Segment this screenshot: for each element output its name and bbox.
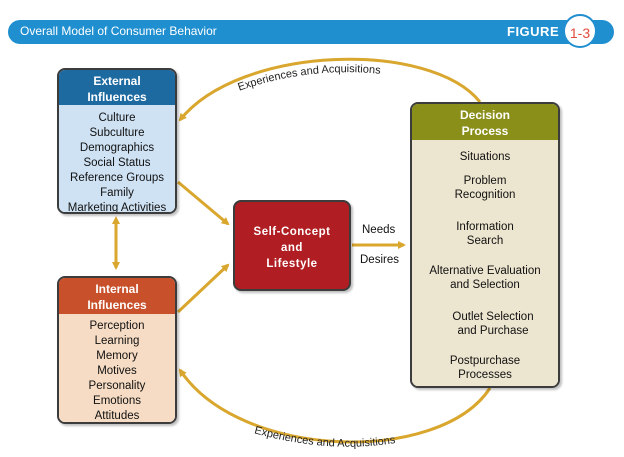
internal-influences-title: Internal Influences	[59, 278, 175, 314]
step-outlet-selection: Outlet Selection and Purchase	[452, 311, 534, 337]
list-item: Demographics	[79, 142, 155, 154]
list-item: Learning	[94, 335, 140, 347]
self-concept-box: Self-Concept and Lifestyle	[233, 200, 351, 291]
list-item: Subculture	[89, 127, 145, 139]
step-situations: Situations	[459, 151, 511, 163]
figure-label: FIGURE	[507, 24, 560, 39]
figure-title: Overall Model of Consumer Behavior	[20, 24, 217, 38]
decision-process-box: Decision Process Situations Problem Reco…	[410, 102, 560, 388]
external-to-self-arrow	[177, 180, 230, 226]
list-item: Marketing Activities	[67, 202, 167, 214]
bottom-loop-label: Experiences and Acquisitions	[253, 424, 396, 449]
needs-label: Needs	[362, 224, 396, 236]
step-problem-recognition: Problem Recognition	[454, 175, 516, 201]
list-item: Social Status	[83, 157, 151, 169]
self-concept-line: and	[281, 242, 303, 254]
top-loop-label: Experiences and Acquisitions	[236, 63, 381, 93]
top-loop-arrow	[178, 57, 482, 122]
header-banner: Overall Model of Consumer Behavior FIGUR…	[8, 20, 614, 44]
step-information-search: Information Search	[456, 221, 514, 247]
list-item: Motives	[97, 365, 137, 377]
list-item: Emotions	[93, 395, 141, 407]
internal-influences-list: Perception Learning Memory Motives Perso…	[59, 314, 175, 422]
internal-to-self-arrow	[176, 263, 230, 314]
bottom-loop-arrow	[178, 368, 492, 444]
step-alternative-evaluation: Alternative Evaluation and Selection	[429, 265, 541, 291]
self-concept-line: Self-Concept	[253, 226, 331, 238]
step-postpurchase: Postpurchase Processes	[449, 355, 521, 381]
list-item: Reference Groups	[70, 172, 164, 184]
figure-number-badge: 1-3	[563, 14, 597, 48]
list-item: Memory	[96, 350, 138, 362]
desires-label: Desires	[360, 254, 399, 266]
decision-process-title: Decision Process	[412, 104, 558, 140]
self-concept-line: Lifestyle	[266, 258, 318, 270]
list-item: Personality	[88, 380, 146, 392]
internal-influences-box: Internal Influences Perception Learning …	[57, 276, 177, 424]
external-influences-title: External Influences	[59, 70, 175, 105]
list-item: Family	[100, 187, 134, 199]
list-item: Culture	[98, 112, 136, 124]
external-influences-box: External Influences Culture Subculture D…	[57, 68, 177, 214]
list-item: Attitudes	[94, 410, 140, 422]
external-influences-list: Culture Subculture Demographics Social S…	[59, 105, 175, 212]
list-item: Perception	[89, 320, 145, 332]
